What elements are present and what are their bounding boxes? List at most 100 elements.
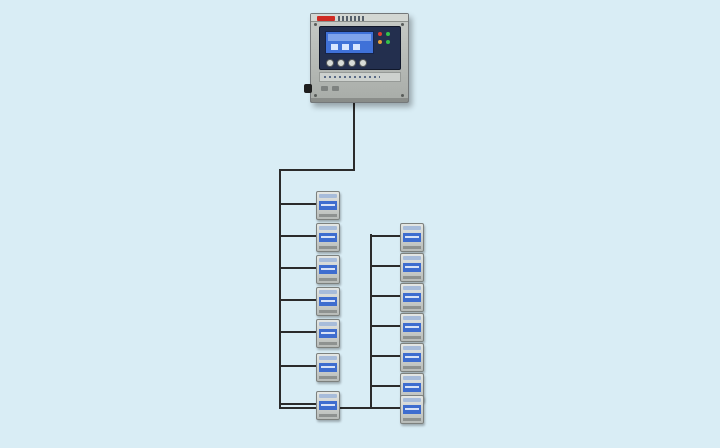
device-display-segment <box>321 204 335 206</box>
device-display-band <box>403 293 421 302</box>
device-cap <box>319 226 337 230</box>
branch-wire <box>280 267 317 269</box>
vent-slot <box>321 86 328 91</box>
device-cap <box>403 398 421 402</box>
gas-detector-module <box>316 319 340 348</box>
screw-icon <box>314 23 317 26</box>
device-display-band <box>319 297 337 306</box>
panel-button <box>348 59 356 67</box>
power-led-icon <box>386 32 390 36</box>
panel-button <box>337 59 345 67</box>
panel-button <box>326 59 334 67</box>
device-display-segment <box>321 300 335 302</box>
device-base <box>403 276 421 279</box>
controller-front-panel <box>319 26 401 70</box>
gas-detector-module <box>400 223 424 252</box>
branch-wire <box>280 235 317 237</box>
device-base <box>319 278 337 281</box>
device-display-segment <box>321 404 335 406</box>
branch-wire <box>280 365 317 367</box>
device-cap <box>403 226 421 230</box>
gas-detector-module <box>400 395 424 424</box>
device-base <box>319 414 337 417</box>
device-base <box>403 418 421 421</box>
device-display-segment <box>321 366 335 368</box>
device-cap <box>319 258 337 262</box>
gas-detector-module <box>400 343 424 372</box>
lcd-display <box>325 31 374 54</box>
device-display-band <box>403 233 421 242</box>
device-cap <box>403 346 421 350</box>
device-display-segment <box>405 326 419 328</box>
vent-slot <box>332 86 339 91</box>
branch-wire <box>280 299 317 301</box>
device-base <box>319 214 337 217</box>
device-display-band <box>319 363 337 372</box>
branch-wire <box>280 203 317 205</box>
device-display-band <box>319 401 337 410</box>
top-horizontal-wire <box>279 169 355 171</box>
status-led-icon <box>386 40 390 44</box>
device-base <box>319 246 337 249</box>
gas-detector-module <box>400 253 424 282</box>
device-base <box>403 246 421 249</box>
device-base <box>319 310 337 313</box>
lcd-digit <box>353 44 360 50</box>
gas-detector-module <box>316 223 340 252</box>
side-knob <box>304 84 312 93</box>
lcd-backlight-band <box>328 34 371 41</box>
device-display-segment <box>321 332 335 334</box>
screw-icon <box>401 23 404 26</box>
lcd-digit <box>331 44 338 50</box>
branch-wire <box>371 325 401 327</box>
device-base <box>403 306 421 309</box>
gas-detector-module <box>400 283 424 312</box>
branch-wire <box>371 265 401 267</box>
brand-logo-text <box>338 16 364 21</box>
device-cap <box>319 290 337 294</box>
device-base <box>403 366 421 369</box>
controller-label-strip <box>319 72 401 82</box>
left-bus-wire <box>279 169 281 409</box>
device-display-band <box>319 329 337 338</box>
branch-wire <box>371 295 401 297</box>
device-cap <box>319 356 337 360</box>
branch-wire <box>280 403 317 405</box>
device-display-segment <box>405 266 419 268</box>
alarm-led-icon <box>378 32 382 36</box>
gas-detector-module <box>400 313 424 342</box>
device-cap <box>403 286 421 290</box>
device-display-band <box>403 263 421 272</box>
device-display-segment <box>405 408 419 410</box>
device-cap <box>403 376 421 380</box>
device-display-segment <box>405 386 419 388</box>
device-display-band <box>319 265 337 274</box>
device-cap <box>319 194 337 198</box>
panel-button <box>359 59 367 67</box>
controller-drop-wire <box>353 100 355 170</box>
gas-detector-module <box>316 287 340 316</box>
gas-alarm-controller <box>304 13 409 103</box>
device-display-band <box>403 353 421 362</box>
controller-bottom-shade <box>311 98 408 102</box>
screw-icon <box>401 94 404 97</box>
branch-wire <box>371 407 401 409</box>
device-display-band <box>403 383 421 392</box>
device-display-band <box>403 323 421 332</box>
device-base <box>319 342 337 345</box>
branch-wire <box>371 355 401 357</box>
device-display-segment <box>405 236 419 238</box>
fault-led-icon <box>378 40 382 44</box>
device-display-segment <box>321 236 335 238</box>
gas-detector-module <box>316 191 340 220</box>
device-display-segment <box>405 356 419 358</box>
right-bus-wire <box>370 234 372 409</box>
device-display-band <box>403 405 421 414</box>
device-display-band <box>319 233 337 242</box>
branch-wire <box>371 385 401 387</box>
brand-logo <box>317 16 335 21</box>
device-base <box>319 376 337 379</box>
device-display-segment <box>321 268 335 270</box>
device-cap <box>319 322 337 326</box>
